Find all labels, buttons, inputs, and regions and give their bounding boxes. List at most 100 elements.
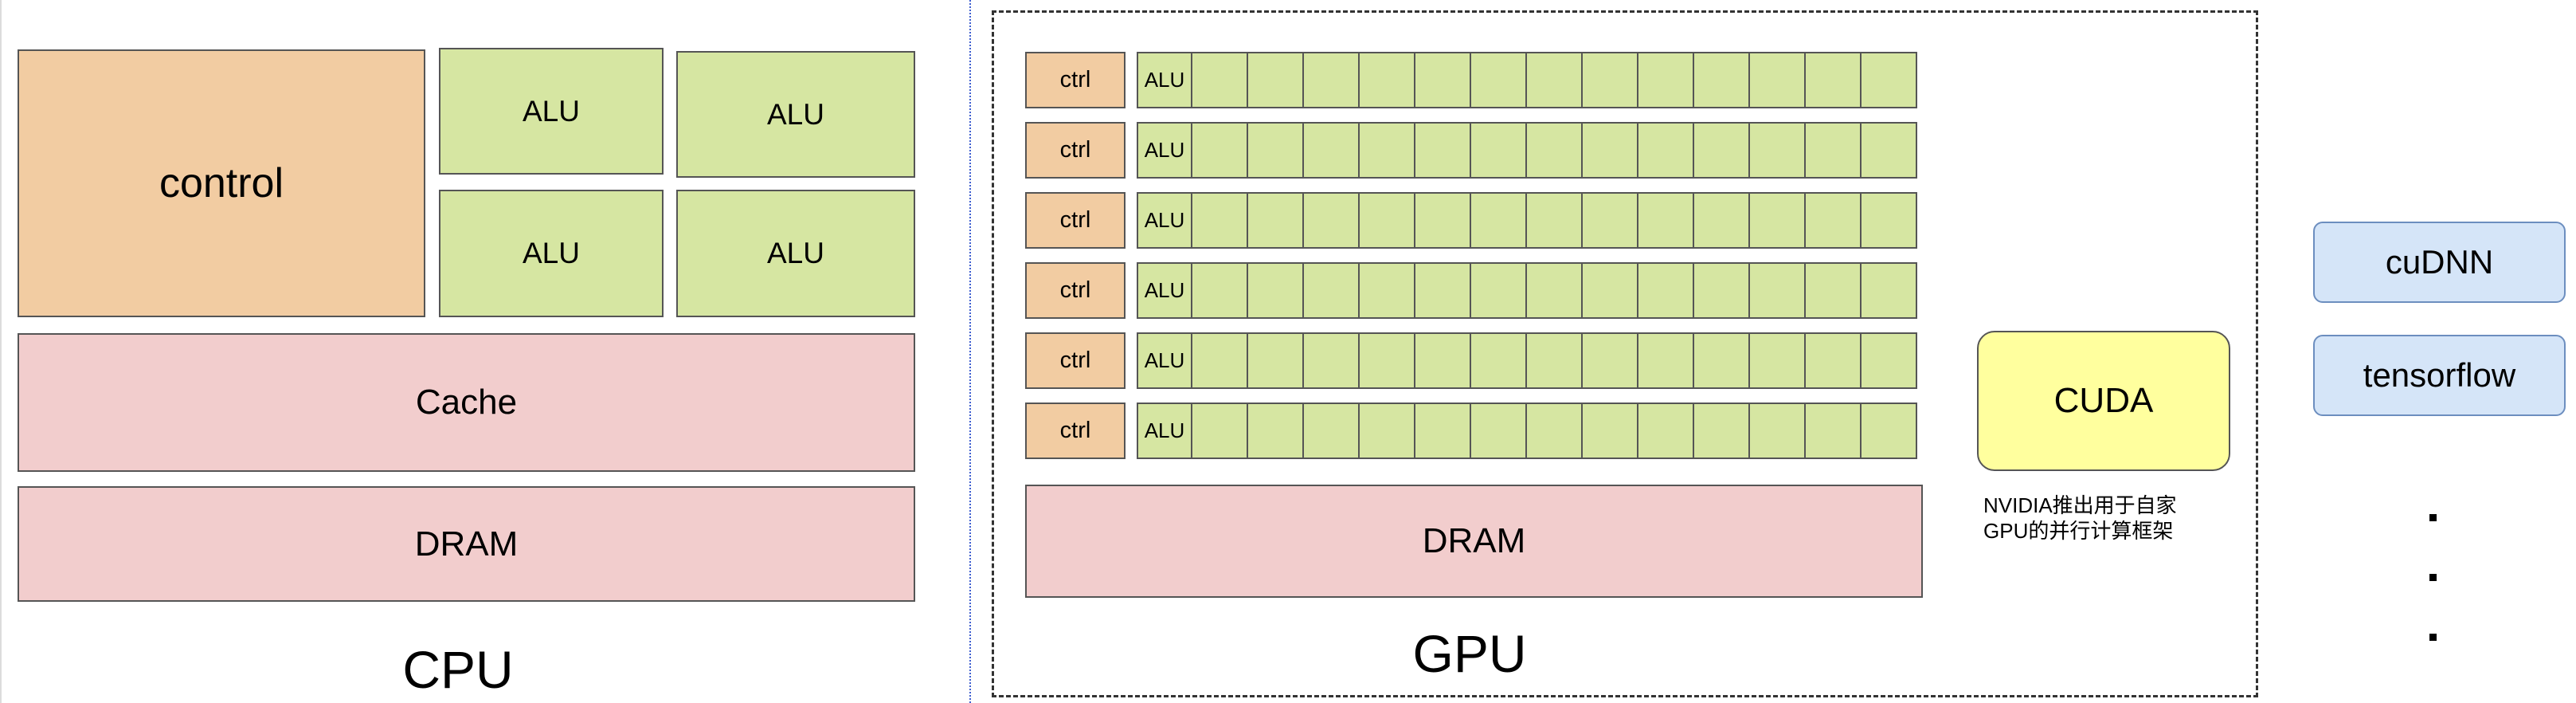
cpu-alu-label: ALU <box>523 237 580 269</box>
gpu-alu-cell <box>1637 332 1694 389</box>
gpu-alu-cell <box>1414 403 1471 459</box>
cpu-cache-label: Cache <box>415 383 518 422</box>
library-box-tensorflow: tensorflow <box>2313 335 2566 416</box>
gpu-alu-cell <box>1637 52 1694 108</box>
gpu-alu-cell <box>1860 403 1917 459</box>
gpu-alu-box: ALU <box>1137 52 1192 108</box>
gpu-alu-cell <box>1637 403 1694 459</box>
cuda-label: CUDA <box>2053 381 2154 420</box>
gpu-alu-cell <box>1637 192 1694 249</box>
gpu-alu-cell <box>1191 332 1248 389</box>
gpu-alu-cell <box>1358 122 1415 179</box>
cuda-caption-line: NVIDIA推出用于自家 <box>1983 493 2177 517</box>
gpu-alu-cell <box>1581 332 1638 389</box>
cpu-alu-label: ALU <box>767 97 824 131</box>
gpu-alu-cell <box>1358 332 1415 389</box>
gpu-dram-label: DRAM <box>1422 521 1526 560</box>
gpu-alu-cell <box>1860 192 1917 249</box>
gpu-alu-cell <box>1748 192 1806 249</box>
gpu-alu-cell <box>1470 332 1527 389</box>
cpu-alu-box: ALU <box>676 51 915 178</box>
gpu-alu-cell <box>1247 403 1304 459</box>
gpu-alu-cell <box>1302 403 1360 459</box>
gpu-alu-box: ALU <box>1137 403 1192 459</box>
cpu-title: CPU <box>402 640 514 699</box>
cpu-dram-label: DRAM <box>414 524 519 564</box>
gpu-alu-cell <box>1748 403 1806 459</box>
gpu-alu-cell <box>1748 262 1806 319</box>
gpu-alu-cell <box>1693 403 1750 459</box>
gpu-ctrl-box: ctrl <box>1025 332 1126 389</box>
gpu-alu-cell <box>1525 192 1583 249</box>
gpu-alu-cell <box>1191 52 1248 108</box>
cuda-box: CUDA <box>1977 331 2230 471</box>
cuda-caption: NVIDIA推出用于自家 GPU的并行计算框架 <box>1983 493 2238 544</box>
gpu-alu-cell <box>1191 262 1248 319</box>
gpu-alu-cell <box>1860 122 1917 179</box>
cpu-alu-label: ALU <box>523 94 580 128</box>
gpu-alu-cell <box>1637 262 1694 319</box>
gpu-alu-cell <box>1302 332 1360 389</box>
gpu-alu-cell <box>1358 403 1415 459</box>
cpu-control-label: control <box>159 160 284 206</box>
gpu-alu-box: ALU <box>1137 192 1192 249</box>
gpu-alu-cell <box>1191 122 1248 179</box>
gpu-alu-cell <box>1748 52 1806 108</box>
gpu-alu-cell <box>1302 262 1360 319</box>
gpu-alu-cell <box>1358 52 1415 108</box>
cpu-dram-box: DRAM <box>18 486 915 602</box>
gpu-alu-cell <box>1470 122 1527 179</box>
gpu-alu-cell <box>1247 192 1304 249</box>
cpu-cache-box: Cache <box>18 333 915 472</box>
gpu-alu-cell <box>1860 262 1917 319</box>
gpu-alu-cell <box>1414 262 1471 319</box>
library-label: cuDNN <box>2385 243 2494 281</box>
gpu-alu-cell <box>1748 122 1806 179</box>
gpu-alu-cell <box>1804 332 1862 389</box>
gpu-alu-cell <box>1247 262 1304 319</box>
left-edge-line <box>0 0 2 703</box>
gpu-ctrl-box: ctrl <box>1025 122 1126 179</box>
gpu-alu-cell <box>1191 403 1248 459</box>
cpu-alu-label: ALU <box>767 237 824 269</box>
gpu-ctrl-box: ctrl <box>1025 52 1126 108</box>
gpu-alu-cell <box>1581 122 1638 179</box>
ellipsis-dot <box>2429 514 2437 521</box>
gpu-alu-cell <box>1581 262 1638 319</box>
gpu-alu-cell <box>1470 192 1527 249</box>
gpu-alu-cell <box>1860 332 1917 389</box>
gpu-alu-cell <box>1581 192 1638 249</box>
gpu-alu-cell <box>1414 332 1471 389</box>
gpu-alu-cell <box>1302 192 1360 249</box>
gpu-alu-cell <box>1804 192 1862 249</box>
gpu-alu-cell <box>1693 122 1750 179</box>
gpu-alu-cell <box>1693 262 1750 319</box>
gpu-alu-cell <box>1414 52 1471 108</box>
cpu-alu-box: ALU <box>439 48 664 175</box>
gpu-alu-cell <box>1693 332 1750 389</box>
gpu-alu-cell <box>1748 332 1806 389</box>
gpu-dram-box: DRAM <box>1025 485 1923 598</box>
gpu-alu-cell <box>1581 403 1638 459</box>
library-label: tensorflow <box>2363 356 2516 394</box>
gpu-ctrl-box: ctrl <box>1025 192 1126 249</box>
gpu-alu-cell <box>1358 192 1415 249</box>
cpu-alu-box: ALU <box>676 190 915 317</box>
gpu-alu-cell <box>1637 122 1694 179</box>
gpu-alu-cell <box>1302 52 1360 108</box>
gpu-alu-cell <box>1191 192 1248 249</box>
library-box-cudnn: cuDNN <box>2313 222 2566 303</box>
gpu-alu-cell <box>1525 122 1583 179</box>
gpu-alu-cell <box>1804 52 1862 108</box>
gpu-alu-cell <box>1581 52 1638 108</box>
gpu-alu-cell <box>1804 403 1862 459</box>
gpu-alu-cell <box>1470 403 1527 459</box>
ellipsis-dot <box>2429 634 2437 641</box>
gpu-alu-cell <box>1525 403 1583 459</box>
gpu-title: GPU <box>1412 624 1527 683</box>
gpu-alu-cell <box>1470 52 1527 108</box>
gpu-ctrl-box: ctrl <box>1025 403 1126 459</box>
gpu-alu-cell <box>1860 52 1917 108</box>
gpu-alu-cell <box>1247 332 1304 389</box>
gpu-alu-cell <box>1525 52 1583 108</box>
